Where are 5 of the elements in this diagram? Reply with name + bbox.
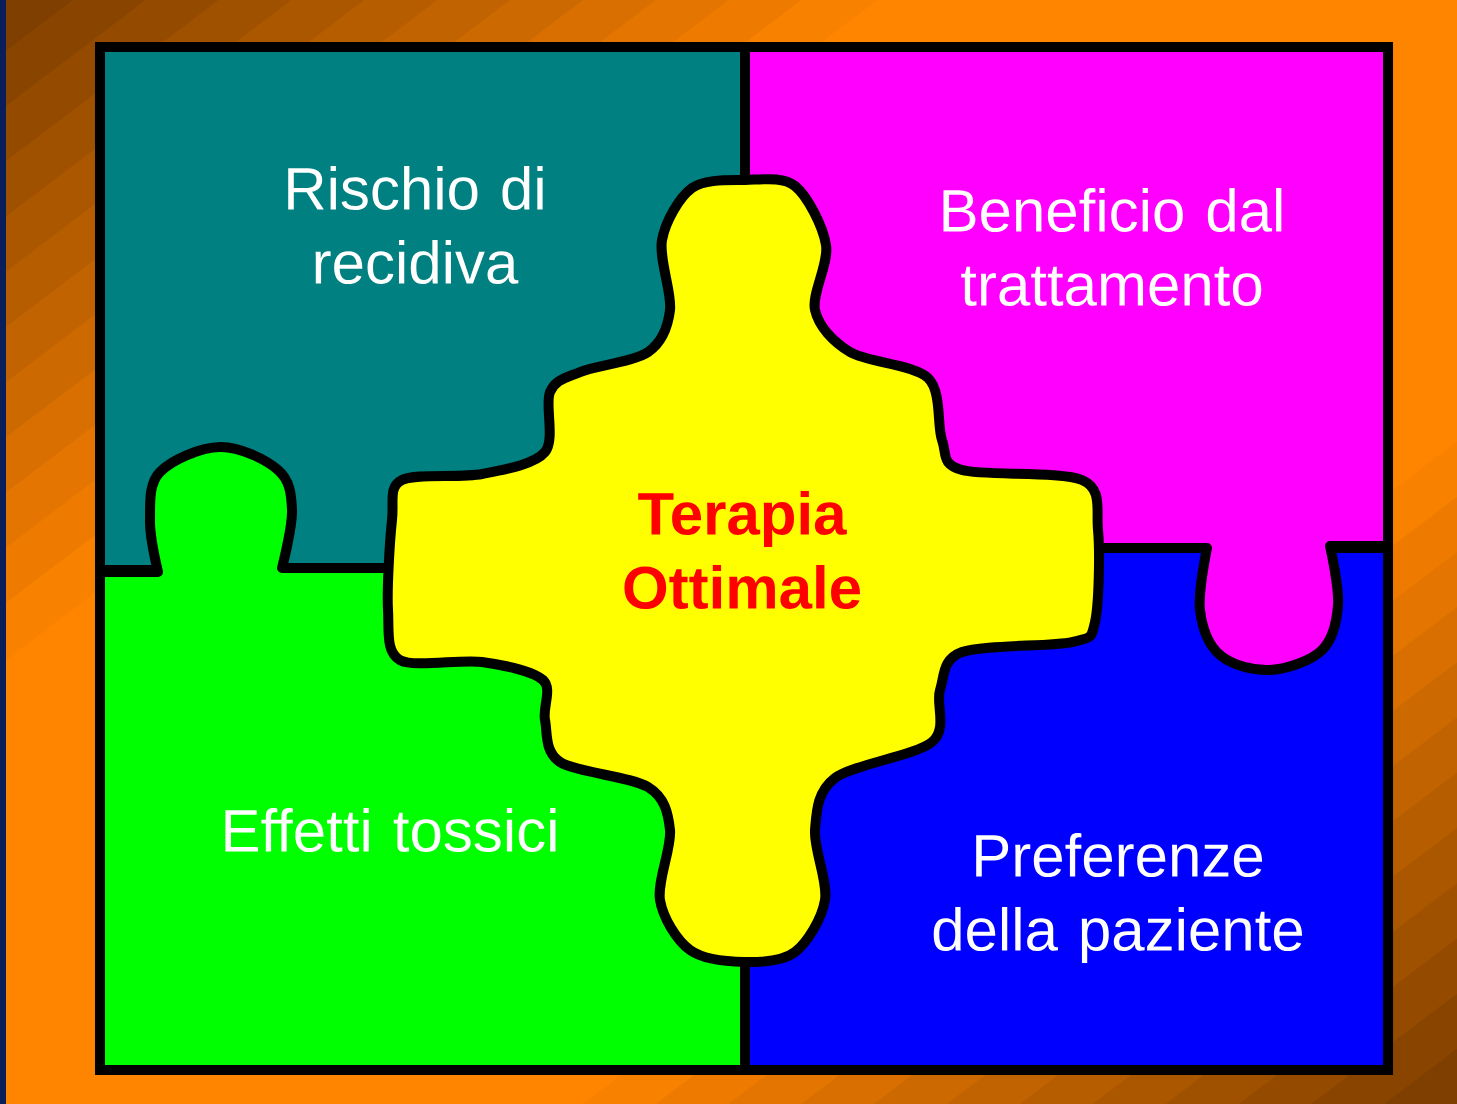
piece-label: Preferenze della paziente xyxy=(933,833,1303,963)
piece-label: Terapia Ottimale xyxy=(624,491,860,610)
piece-label: Beneficio dal trattamento xyxy=(943,188,1282,307)
piece-label: Effetti tossici xyxy=(225,808,556,853)
piece-label: Rischio di recidiva xyxy=(288,166,543,285)
